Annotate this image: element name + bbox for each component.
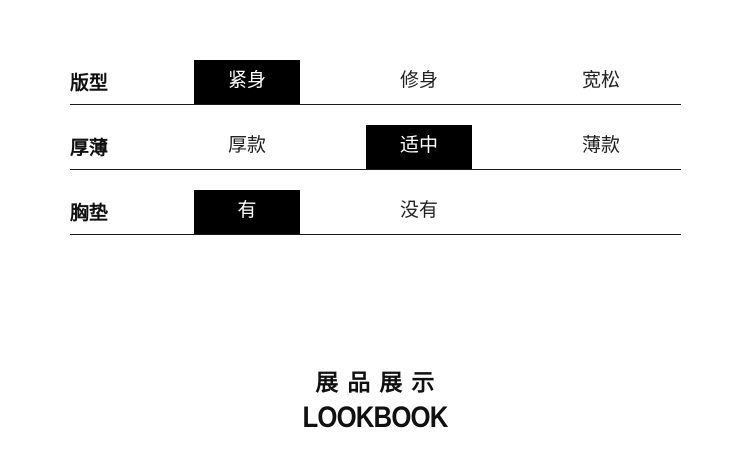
option-medium: 适中	[366, 125, 472, 169]
spec-row-thickness: 厚薄 厚款 适中 薄款	[70, 125, 681, 170]
spec-label-chest-pad: 胸垫	[70, 202, 109, 224]
lookbook-title-en: LOOKBOOK	[302, 401, 448, 434]
option-thick: 厚款	[227, 134, 266, 156]
option-with-pad: 有	[194, 190, 300, 234]
option-slim-fit: 修身	[399, 69, 438, 91]
lookbook-heading: 展品展示 LOOKBOOK	[0, 368, 750, 436]
spec-row-chest-pad: 胸垫 有 没有	[70, 190, 681, 235]
option-thin: 薄款	[581, 134, 620, 156]
spec-label-fit: 版型	[70, 72, 109, 94]
spec-row-fit: 版型 紧身 修身 宽松	[70, 60, 681, 105]
option-loose-fit: 宽松	[581, 69, 620, 91]
option-tight-fit: 紧身	[194, 60, 300, 104]
lookbook-title-cn: 展品展示	[315, 370, 444, 396]
product-spec-table: 版型 紧身 修身 宽松 厚薄 厚款 适中 薄款 胸垫 有 没有	[70, 60, 681, 235]
spec-label-thickness: 厚薄	[70, 137, 109, 159]
option-without-pad: 没有	[399, 199, 438, 221]
